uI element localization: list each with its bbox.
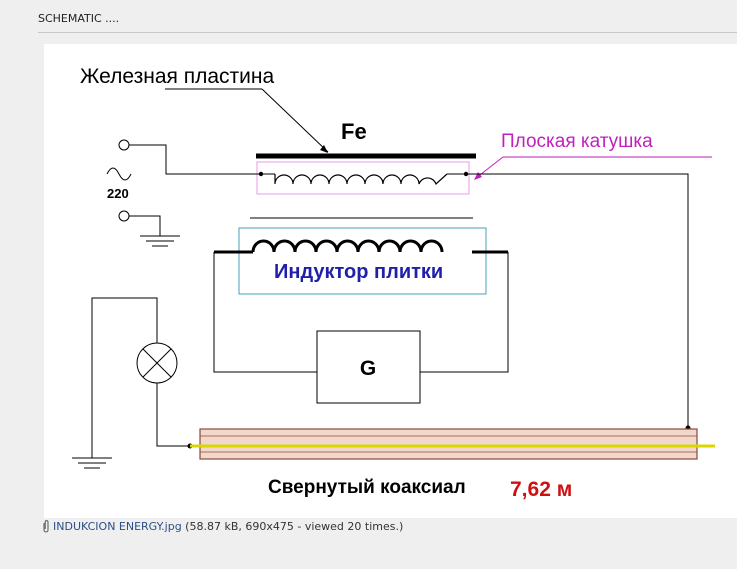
wire-inductor-right-to-generator bbox=[420, 252, 509, 373]
wire-lamp-bottom-to-coax bbox=[156, 383, 190, 447]
attachment-meta: (58.87 kB, 690x475 - viewed 20 times.) bbox=[185, 520, 404, 533]
attachment-info: INDUKCION ENERGY.jpg (58.87 kB, 690x475 … bbox=[42, 520, 403, 533]
wire-source-to-flat-coil bbox=[129, 144, 261, 175]
plate-pointer-arrowhead bbox=[320, 145, 328, 153]
label-length: 7,62 м bbox=[510, 478, 572, 501]
label-inductor: Индуктор плитки bbox=[274, 261, 443, 283]
ac-sine-icon bbox=[106, 167, 132, 181]
flat-coil-box bbox=[256, 161, 470, 195]
label-generator: G bbox=[360, 357, 376, 380]
flat-coil-pointer-arrowhead bbox=[474, 172, 482, 180]
label-fe: Fe bbox=[341, 119, 367, 144]
label-flat-coil: Плоская катушка bbox=[501, 131, 653, 152]
inductor-winding bbox=[251, 239, 444, 253]
label-iron-plate: Железная пластина bbox=[80, 65, 274, 88]
label-coax: Свернутый коаксиал bbox=[268, 477, 466, 498]
inductor-box bbox=[238, 227, 487, 295]
plate-pointer-arrow bbox=[261, 88, 329, 153]
paperclip-icon bbox=[43, 520, 49, 533]
wire-lamp-top-to-ground bbox=[91, 297, 158, 458]
wire-flat-coil-to-coax bbox=[466, 173, 689, 428]
page-header: SCHEMATIC .... bbox=[38, 12, 120, 25]
header-divider bbox=[38, 32, 737, 33]
generator-box bbox=[316, 330, 421, 404]
flat-coil-winding bbox=[274, 173, 448, 186]
wire-source-to-ground bbox=[129, 215, 161, 236]
label-voltage: 220 bbox=[107, 186, 129, 201]
coax-outer-shield bbox=[199, 428, 698, 460]
lamp-cross-2 bbox=[142, 348, 172, 378]
attachment-link[interactable]: INDUKCION ENERGY.jpg bbox=[53, 520, 182, 533]
terminal-upper bbox=[118, 139, 130, 151]
terminal-lower bbox=[118, 210, 130, 222]
wire-inductor-left-to-generator bbox=[213, 252, 317, 373]
